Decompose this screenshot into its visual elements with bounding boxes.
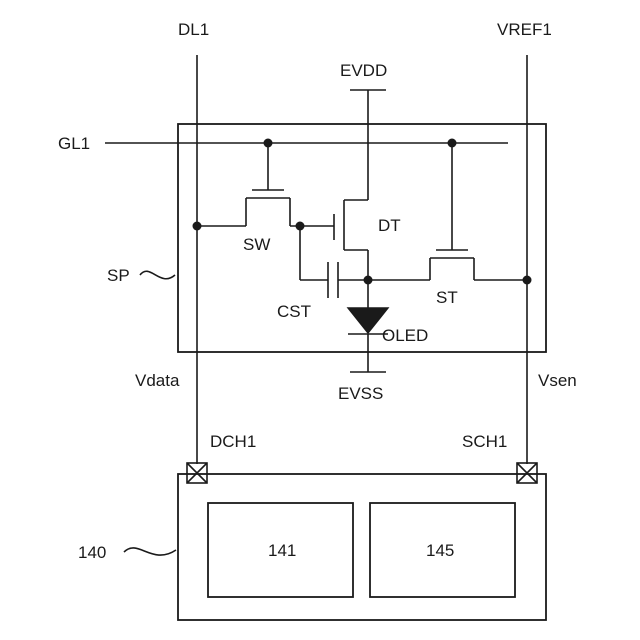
label-vref1: VREF1	[497, 20, 552, 39]
label-evss: EVSS	[338, 384, 383, 403]
drive-transistor-dt	[334, 90, 368, 308]
label-vdata: Vdata	[135, 371, 180, 390]
ref140-leader-line	[124, 548, 176, 555]
label-st: ST	[436, 288, 458, 307]
terminal-dch1	[187, 463, 207, 483]
label-cst: CST	[277, 302, 311, 321]
junction-dot-st-vref1	[523, 276, 532, 285]
switching-transistor-sw	[197, 143, 334, 226]
sp-leader-line	[140, 271, 175, 279]
terminal-sch1	[517, 463, 537, 483]
label-oled: OLED	[382, 326, 428, 345]
label-sch1: SCH1	[462, 432, 507, 451]
junction-dot-dl1-sw	[193, 222, 202, 231]
label-block145: 145	[426, 541, 454, 560]
driver-box	[178, 474, 546, 620]
label-dch1: DCH1	[210, 432, 256, 451]
label-dl1: DL1	[178, 20, 209, 39]
label-ref140: 140	[78, 543, 106, 562]
sensing-transistor-st	[368, 143, 527, 280]
label-gl1: GL1	[58, 134, 90, 153]
label-vsen: Vsen	[538, 371, 577, 390]
label-sp: SP	[107, 266, 130, 285]
label-dt: DT	[378, 216, 401, 235]
label-block141: 141	[268, 541, 296, 560]
label-sw: SW	[243, 235, 270, 254]
label-evdd: EVDD	[340, 61, 387, 80]
